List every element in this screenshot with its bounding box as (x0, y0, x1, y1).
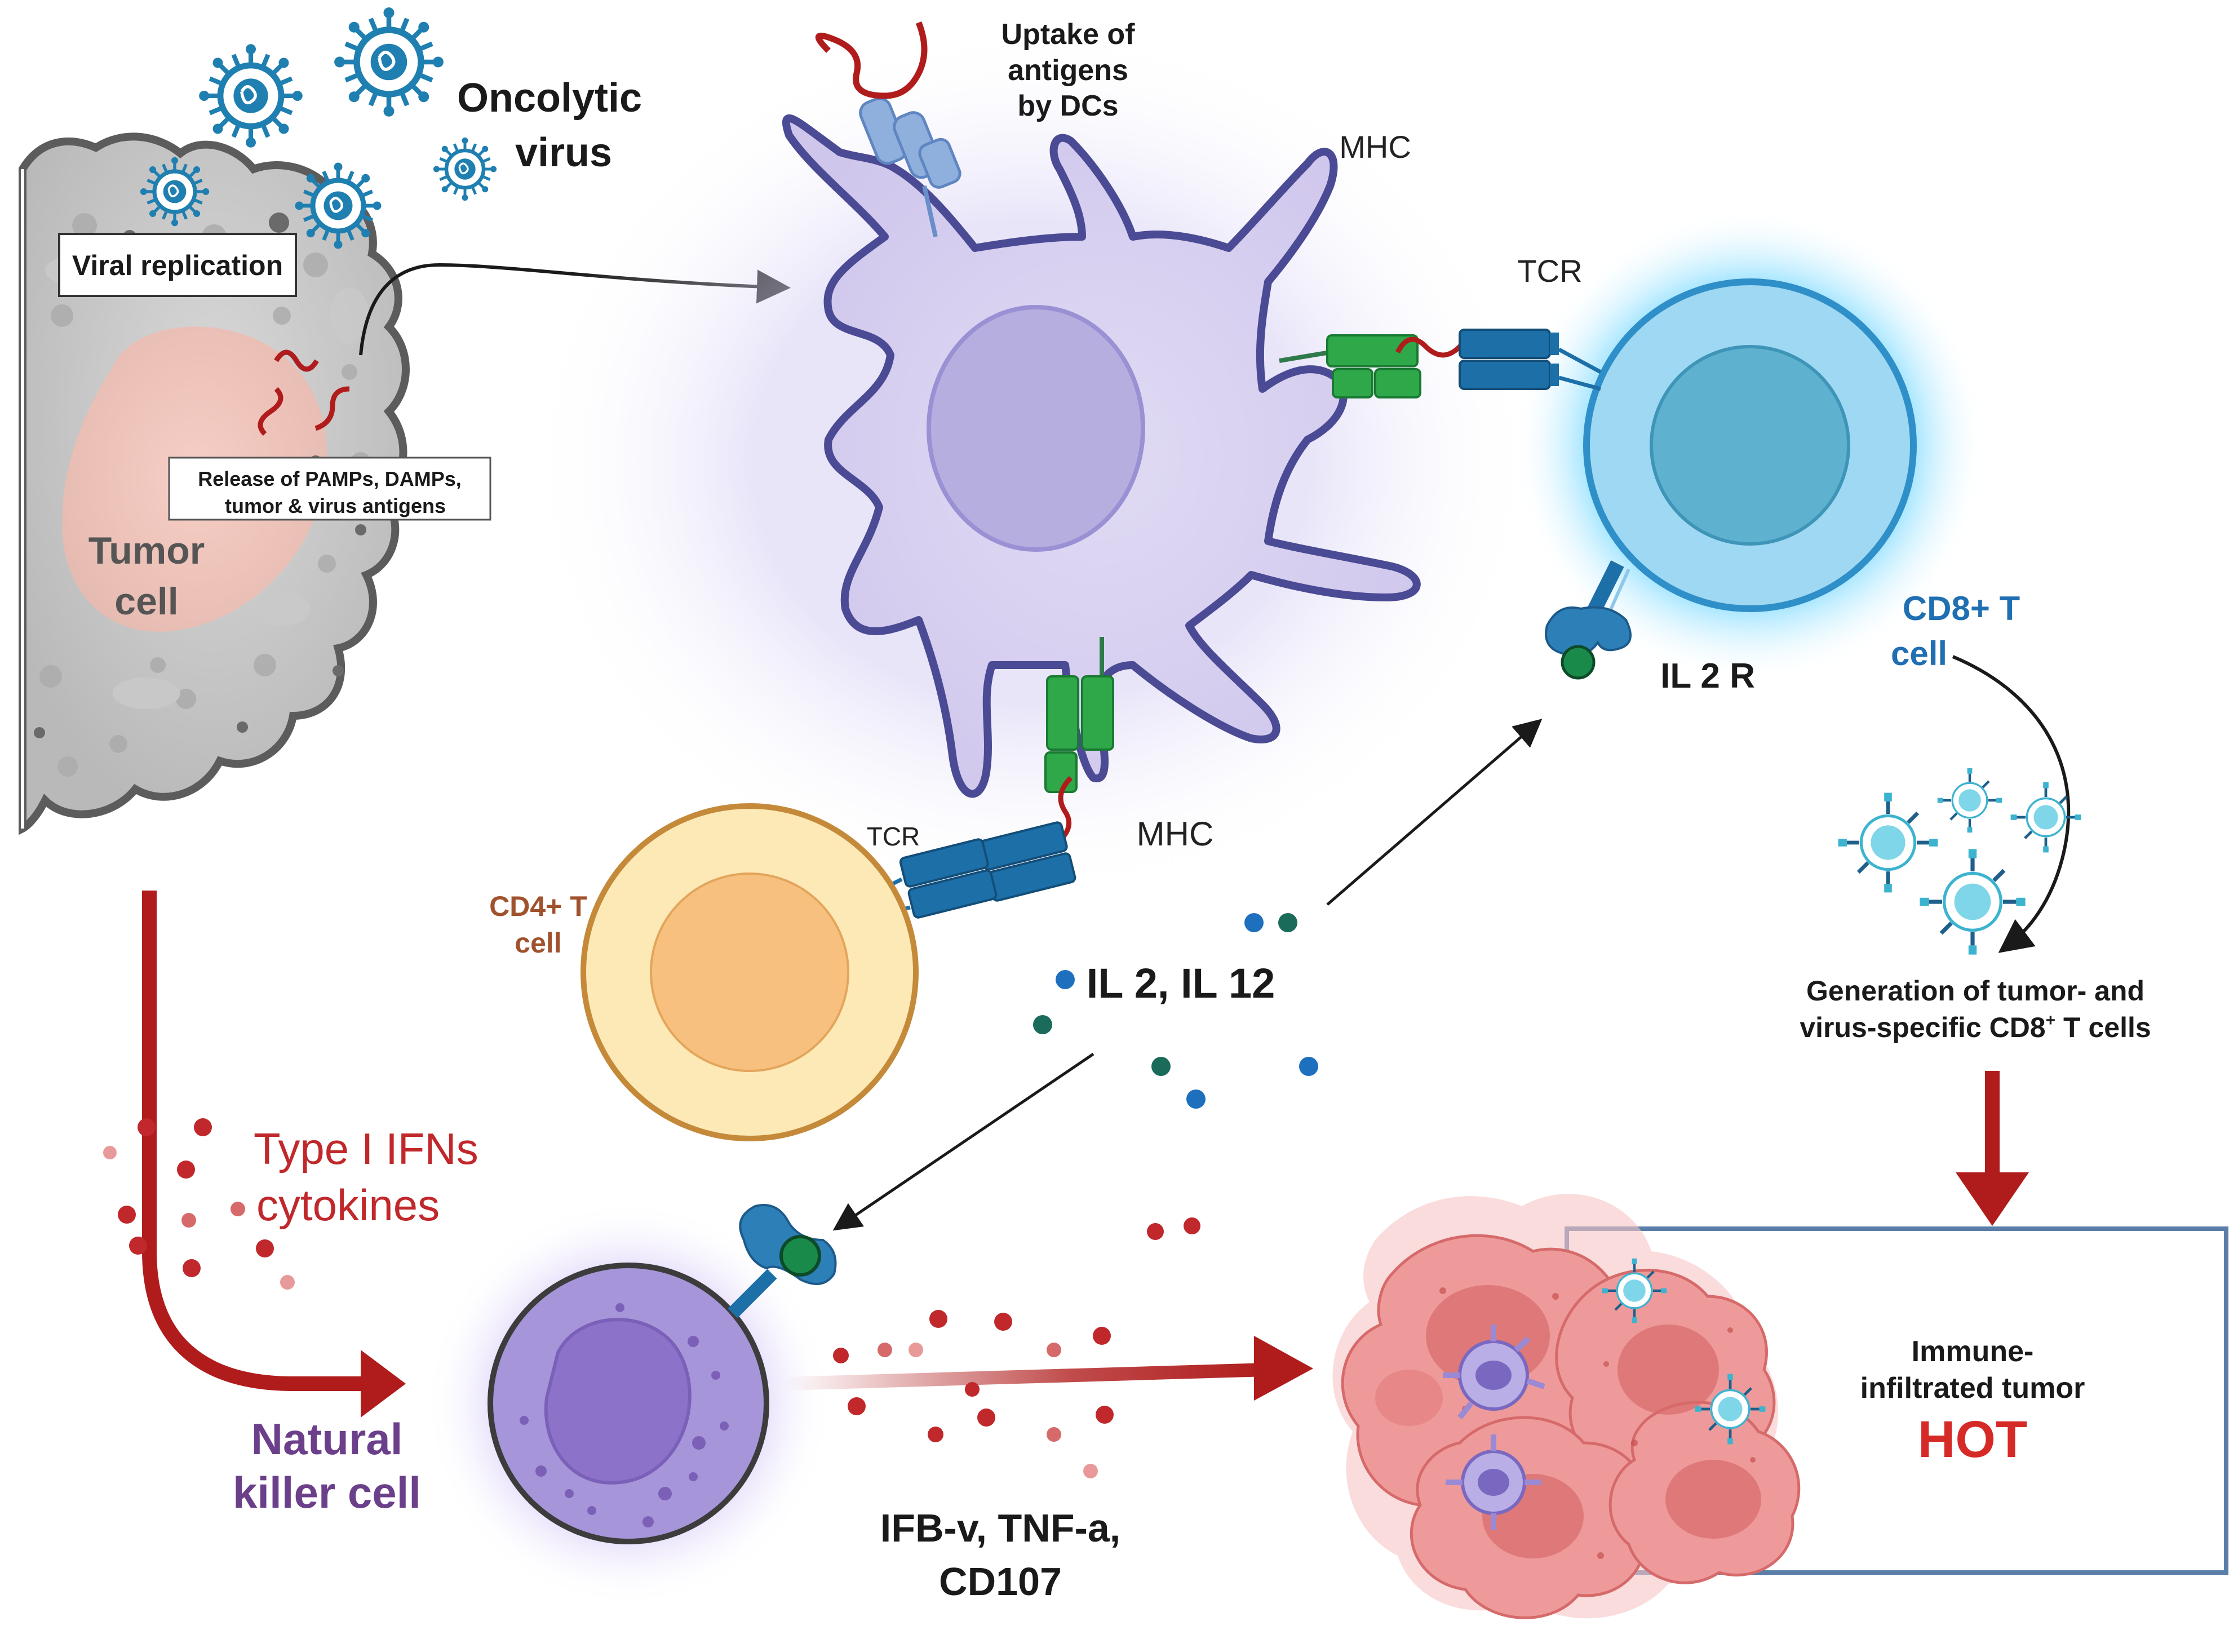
release-label-2: tumor & virus antigens (225, 494, 446, 517)
type1-ifn-label-1: Type I IFNs (254, 1124, 478, 1173)
arrow-tumor-to-nk (142, 891, 364, 1391)
release-box (168, 457, 491, 521)
release-label-1: Release of PAMPs, DAMPs, (198, 467, 461, 490)
arrow-head-tumor (1254, 1336, 1313, 1401)
cytokine-dots (1033, 913, 1318, 1109)
effector-label-1: IFB-v, TNF-a, (880, 1506, 1120, 1550)
uptake-label-1: Uptake of (1002, 18, 1136, 51)
cd8-nucleus (1650, 345, 1850, 546)
mhc-tcr-complex-top (1279, 329, 1602, 398)
mhc-tcr-complex-bottom (878, 637, 1114, 919)
generation-label-1: Generation of tumor- and (1806, 975, 2144, 1007)
cd4-label-1: CD4+ T (489, 891, 587, 922)
oncolytic-virus-label-2: virus (515, 130, 612, 175)
cd8-t-cell-cluster (1838, 768, 2081, 955)
hot-label: HOT (1918, 1411, 2027, 1468)
arrow-cd8-to-generation (1952, 655, 2071, 953)
effector-dots (833, 1217, 1200, 1478)
cd8-label-1: CD8+ T (1903, 590, 2020, 627)
nk-label-1: Natural (251, 1414, 403, 1464)
oncolytic-virus-label-1: Oncolytic (457, 76, 642, 121)
type1-ifn-label-2: cytokines (256, 1180, 440, 1230)
dc-nucleus (927, 305, 1145, 552)
virus-icon (140, 157, 209, 226)
cd4-nucleus (650, 872, 849, 1072)
immune-label-2: infiltrated tumor (1860, 1372, 2085, 1405)
cd4-label-2: cell (515, 927, 561, 959)
tumor-cell-label-1: Tumor (88, 529, 205, 572)
nk-label-2: killer cell (233, 1468, 421, 1517)
generation-label-2: virus-specific CD8+ T cells (1800, 1011, 2151, 1043)
uptake-receptor-icon (815, 21, 961, 237)
virus-icon (295, 163, 382, 249)
immune-label-1: Immune- (1912, 1335, 2034, 1368)
il2r-label: IL 2 R (1660, 657, 1755, 696)
antigen-icon (258, 349, 350, 436)
mhc-label-bottom: MHC (1137, 815, 1214, 853)
arrow-il2-to-cd8 (1326, 719, 1543, 906)
tcr-label-top: TCR (1517, 253, 1582, 289)
viral-replication-box (58, 233, 297, 297)
nk-il2-receptor-icon (728, 1204, 837, 1318)
nk-nucleus (544, 1318, 692, 1485)
arrow-nk-to-tumor (786, 1363, 1269, 1390)
uptake-label-3: by DCs (1017, 90, 1118, 122)
il2r-receptor-icon (1545, 560, 1632, 680)
infiltrating-immune-cells (1443, 1259, 1765, 1530)
uptake-label-2: antigens (1008, 54, 1128, 87)
nk-granules (520, 1303, 729, 1527)
arrow-head-generation (1956, 1172, 2029, 1226)
effector-label-2: CD107 (939, 1560, 1062, 1604)
arrow-il2-to-nk (832, 1052, 1094, 1231)
ifn-dots (103, 1118, 295, 1290)
tumor-cell-label-2: cell (114, 580, 178, 623)
cd8-label-2: cell (1891, 635, 1947, 672)
mhc-label-top: MHC (1339, 129, 1411, 165)
virus-icon (199, 44, 303, 148)
arrow-head-nk (361, 1350, 406, 1418)
virus-icon (334, 7, 444, 117)
il2-il12-label: IL 2, IL 12 (1087, 960, 1275, 1007)
viral-replication-label: Viral replication (72, 250, 283, 281)
tcr-label-bottom: TCR (867, 822, 920, 851)
virus-icon (433, 138, 497, 201)
